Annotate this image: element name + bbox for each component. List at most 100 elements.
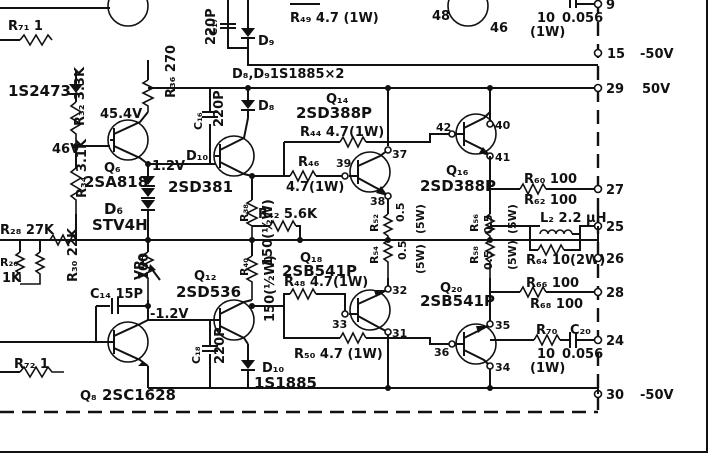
label-c14: C₁₄ 15P — [90, 287, 143, 302]
resistor-r60 — [519, 182, 547, 196]
label-q8-type: 2SC1628 — [102, 386, 176, 404]
resistor-r28 — [49, 233, 77, 247]
label-r34: R₃₄ 3.1K — [75, 138, 90, 198]
terminal-24 — [593, 335, 603, 345]
label-v12: 1.2V — [152, 159, 185, 174]
resistor-r50 — [339, 331, 367, 345]
label-v15: -50V — [640, 47, 674, 62]
label-r72: R₇₂ 1 — [14, 357, 49, 372]
label-r62: R₆₂ 100 — [524, 193, 577, 208]
label-r38: R₃₈ — [238, 204, 251, 222]
transistor-driver-bottom — [349, 289, 391, 331]
label-t26: 26 — [606, 252, 624, 267]
label-r56-value: 0.5 — [482, 215, 495, 235]
label-d10a: D₁₀ — [186, 149, 208, 164]
label-d10-type: 1S1885 — [254, 374, 317, 392]
c16-d8-group: C₁₆ 220P D₈ — [192, 88, 275, 164]
terminal-15 — [593, 48, 603, 58]
label-r52-watt: (5W) — [414, 204, 427, 234]
driver-pair-bottom: 33 32 31 — [332, 284, 407, 340]
label-r58: R₅₈ — [468, 246, 481, 264]
label-t24: 24 — [606, 334, 624, 349]
label-r52-value: 0.5 — [394, 203, 407, 223]
resistor-r30 — [20, 251, 46, 285]
label-r-top: 10 — [537, 11, 555, 26]
label-c16-value: 220P — [212, 90, 227, 127]
label-c18: C₁₈ — [190, 346, 203, 364]
label-t28: 28 — [606, 286, 624, 301]
label-r56: R₅₆ — [468, 214, 481, 232]
label-r58-value: 0.5 — [482, 251, 495, 271]
label-r46-value: 4.7(1W) — [286, 180, 344, 195]
label-c20-value: 0.056 — [562, 347, 603, 362]
label-n33: 33 — [332, 318, 347, 331]
label-q20-type: 2SB541P — [420, 292, 495, 310]
terminal-node-36 — [448, 340, 456, 348]
label-vr4-value: 100 — [137, 253, 152, 280]
label-c17: C₁₇ — [207, 18, 220, 36]
resistor-r36 — [141, 79, 155, 112]
resistor-r26 — [14, 251, 26, 282]
label-d9: D₉ — [258, 34, 275, 49]
label-r60: R₆₀ 100 — [524, 172, 577, 187]
label-d8d9: D₈,D₉1S1885×2 — [232, 67, 344, 82]
resistor-r66 — [519, 285, 547, 299]
label-n32: 32 — [392, 284, 407, 297]
capacitor-c18 — [202, 345, 218, 352]
q-bottom-output: 35 36 34 — [434, 319, 511, 374]
label-q12-type: 2SD536 — [176, 283, 241, 301]
label-d1: 1S2473 — [8, 82, 71, 100]
label-q20: Q₂₀ — [440, 281, 463, 296]
label-t25: 25 — [606, 220, 624, 235]
label-r71: R₇₁ 1 — [8, 19, 43, 34]
label-c17-value: 220P — [204, 8, 219, 45]
label-vr4: VR₄ — [133, 254, 148, 280]
label-t29: 29 — [606, 82, 624, 97]
label-r66: R₆₆ 100 — [526, 276, 579, 291]
resistor-r58 — [484, 239, 496, 278]
label-r26: R₂₆ — [0, 256, 18, 269]
label-node-46: 46 — [490, 21, 508, 36]
resistor-r71 — [19, 33, 53, 47]
label-r30: R₃₀ 22K — [66, 227, 81, 282]
terminal-27 — [593, 184, 603, 194]
label-r32: R₃₂ 3.3K — [73, 66, 88, 126]
label-t30: 30 — [606, 388, 624, 403]
label-n31: 31 — [392, 327, 407, 340]
label-r40: R₄₀ — [238, 258, 251, 276]
terminal-29 — [593, 83, 603, 93]
top-section: R₇₁ 1 D₉ C₁₇ 220P R₄₉ 4.7 (1W) 48 46 10 … — [0, 0, 615, 66]
label-q10-type: 2SD381 — [168, 178, 233, 196]
label-q6: Q₆ — [104, 161, 121, 176]
label-n35: 35 — [495, 319, 510, 332]
frame-border — [0, 0, 708, 453]
q16-group: 42 40 41 Q₁₆ 2SD388P — [420, 88, 511, 195]
label-q18-type: 2SB541P — [282, 262, 357, 280]
label-r52: R₅₂ — [368, 214, 381, 232]
label-r49: R₄₉ 4.7 (1W) — [290, 11, 379, 26]
label-node-48: 48 — [432, 9, 450, 24]
transistor-top-left — [107, 0, 149, 27]
label-n36: 36 — [434, 346, 450, 359]
label-q18: Q₁₈ — [300, 251, 323, 266]
transistor-q8 — [107, 321, 149, 363]
label-r70-value: 10 — [537, 347, 555, 362]
transistor-q10 — [213, 135, 255, 177]
label-d6-type: STV4H — [92, 216, 148, 234]
label-r54: R₅₄ — [368, 246, 381, 264]
label-t27: 27 — [606, 183, 624, 198]
label-r64: R₆₄ 10(2W) — [526, 253, 605, 268]
label-q12: Q₁₂ — [194, 269, 216, 284]
transistor-q6 — [107, 119, 149, 161]
diode-d6 — [141, 176, 155, 185]
terminal-28 — [593, 287, 603, 297]
label-t9: 9 — [606, 0, 615, 13]
label-r68: R₆₈ 100 — [530, 297, 583, 312]
resistor-r54 — [382, 239, 394, 278]
label-n40: 40 — [495, 119, 511, 132]
terminal-node-33 — [341, 310, 349, 318]
label-n38: 38 — [370, 195, 385, 208]
label-r40-value: 150(½W) — [263, 255, 278, 322]
label-l2: L₂ 2.2 µH — [540, 211, 607, 226]
label-q14-type: 2SD388P — [296, 104, 372, 122]
